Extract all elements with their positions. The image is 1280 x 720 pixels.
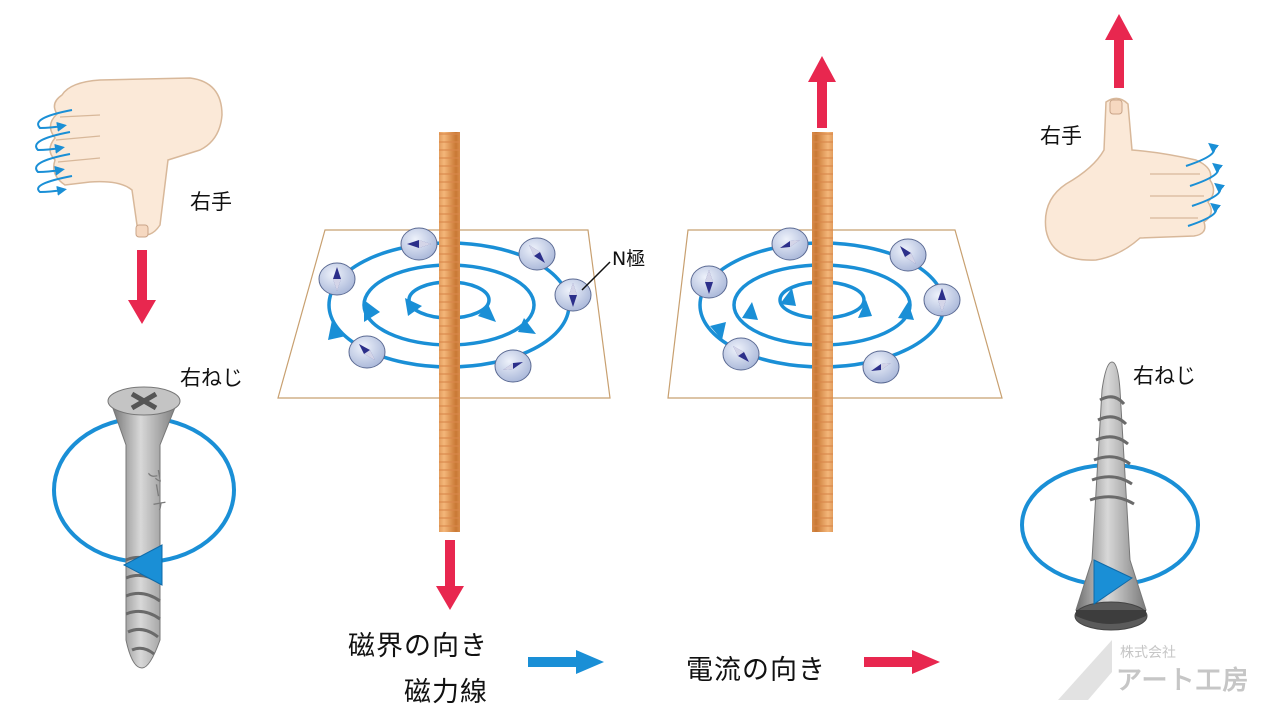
field-arrow-icon <box>528 650 604 674</box>
current-arrow-icon-center-right <box>808 56 836 128</box>
logo-company-type: 株式会社 <box>1120 645 1176 661</box>
right-screw-icon-right <box>1020 361 1200 631</box>
label-right-screw-left: 右ねじ <box>180 366 243 390</box>
current-arrow-icon-center-left <box>436 540 464 610</box>
logo-company-name: アート工房 <box>1116 666 1250 696</box>
label-right-screw-right: 右ねじ <box>1133 364 1196 388</box>
logo-triangle-icon <box>1058 640 1112 700</box>
compass-icon-group-left <box>318 227 611 383</box>
label-field-lines: 磁力線 <box>404 677 488 708</box>
label-current-direction: 電流の向き <box>686 655 826 686</box>
label-right-hand-right: 右手 <box>1040 124 1082 148</box>
right-hand-icon-right <box>1044 97 1226 261</box>
wire-right <box>812 132 833 532</box>
wire-left <box>439 132 460 532</box>
current-arrow-icon-left <box>128 250 156 324</box>
current-arrow-icon-right <box>1105 14 1133 88</box>
current-arrow-icon-legend <box>864 650 940 674</box>
label-magnetic-field-direction: 磁界の向き <box>348 631 488 662</box>
right-hand-icon-left <box>35 77 223 238</box>
company-logo: 株式会社 アート工房 <box>1058 642 1258 702</box>
label-n-pole: N極 <box>612 248 646 270</box>
right-screw-icon-left: アート <box>52 386 236 669</box>
field-panel-right <box>667 229 1003 399</box>
compass-icon-group-right <box>690 227 961 384</box>
label-right-hand-left: 右手 <box>190 190 232 214</box>
